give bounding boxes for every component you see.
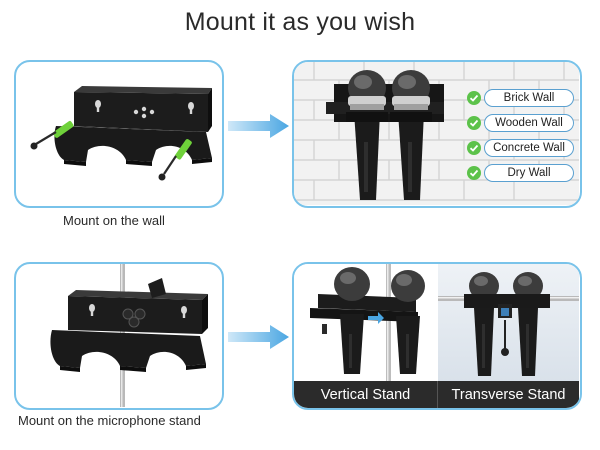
stand-caption: Mount on the microphone stand	[18, 413, 201, 428]
wall-caption: Mount on the wall	[63, 213, 165, 228]
surface-tag-dry: Dry Wall	[484, 164, 574, 182]
surface-tag-brick: Brick Wall	[484, 89, 574, 107]
check-icon	[467, 116, 481, 130]
microphone-right	[392, 70, 430, 200]
wall-anchor-right	[158, 139, 192, 181]
check-icon	[467, 141, 481, 155]
wall-anchor-left	[30, 121, 74, 150]
vertical-stand-label: Vertical Stand	[294, 381, 438, 408]
stand-bracket-panel	[14, 262, 224, 410]
page-title: Mount it as you wish	[184, 8, 416, 36]
wall-bracket-illustration	[30, 86, 212, 181]
surface-tag-concrete: Concrete Wall	[484, 139, 574, 157]
stand-mount-photo-panel: Vertical Stand Transverse Stand	[292, 262, 582, 410]
surface-tag-wooden: Wooden Wall	[484, 114, 574, 132]
wall-mount-photo-panel: Brick Wall Wooden Wall Concrete Wall Dry…	[292, 60, 582, 208]
vertical-stand-scene	[294, 264, 439, 382]
check-icon	[467, 166, 481, 180]
check-icon	[467, 91, 481, 105]
stand-bracket-illustration	[50, 264, 208, 407]
transverse-stand-label: Transverse Stand	[438, 381, 579, 408]
arrow-right-icon	[228, 114, 289, 138]
brick-wall-scene	[294, 62, 579, 205]
transverse-stand-scene	[438, 264, 579, 382]
microphone-left	[348, 70, 386, 200]
wall-bracket-panel	[14, 60, 224, 208]
arrow-right-icon	[228, 325, 289, 349]
